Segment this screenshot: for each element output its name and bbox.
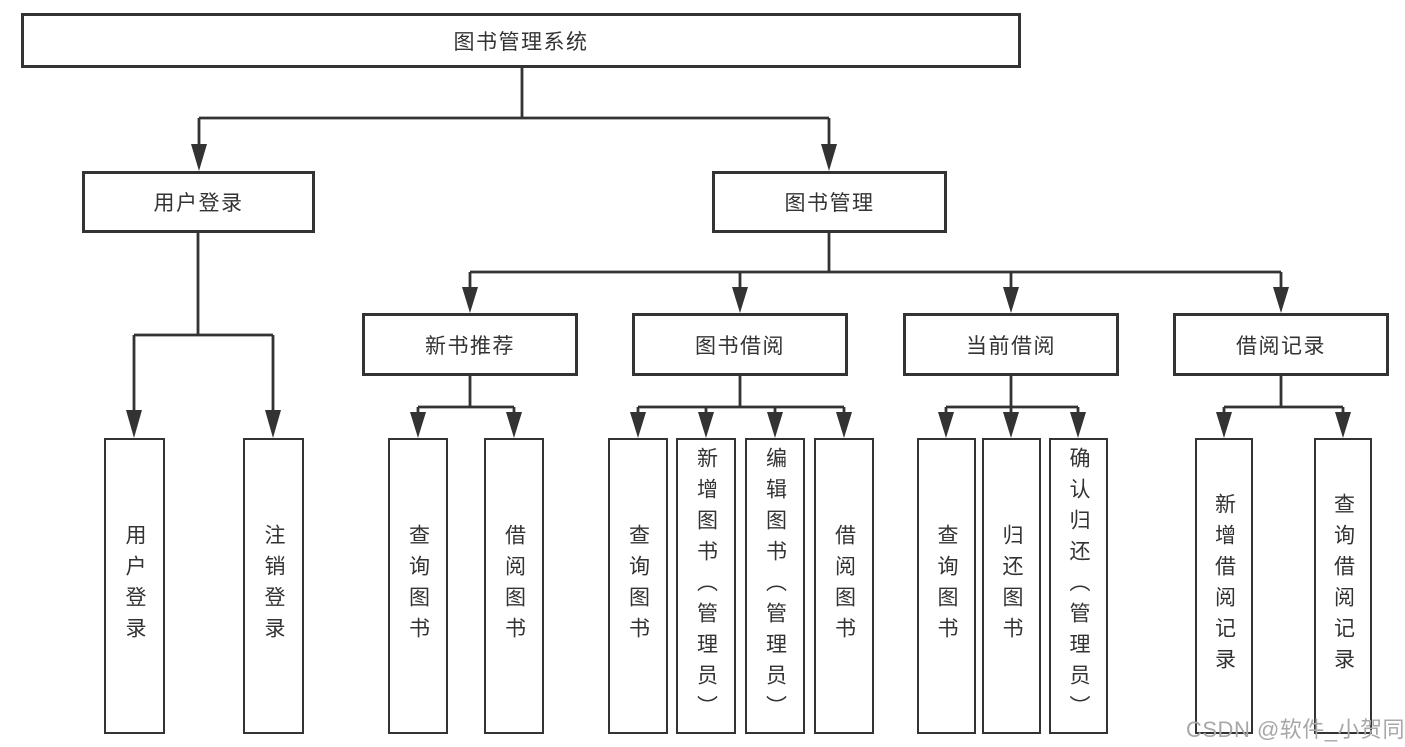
node-library-management-system: 图书管理系统 — [21, 13, 1021, 68]
connector-current-borrow-to-leaves — [944, 376, 1080, 415]
node-leaf-query-books-1: 查询图书 — [388, 438, 448, 734]
node-label: 图书管理系统 — [453, 30, 589, 54]
node-label: 查询图书 — [935, 524, 958, 648]
arrow-down-icon — [938, 412, 954, 438]
node-label: 借阅图书 — [502, 524, 526, 648]
node-label: 借阅记录 — [1236, 334, 1326, 358]
node-label: 查询图书 — [626, 524, 650, 648]
arrow-down-icon — [462, 287, 478, 313]
node-label: 图书管理 — [784, 192, 875, 215]
arrow-down-icon — [1216, 412, 1232, 438]
node-leaf-user-login: 用户登录 — [104, 438, 165, 734]
node-label: 新增借阅记录 — [1212, 493, 1236, 679]
node-label: 归还图书 — [1000, 524, 1023, 648]
node-label: 查询借阅记录 — [1331, 493, 1355, 679]
arrow-down-icon — [1070, 412, 1086, 438]
node-current-borrowing: 当前借阅 — [903, 313, 1119, 376]
arrow-down-icon — [410, 412, 426, 438]
connector-root-to-level2 — [197, 68, 831, 148]
node-label: 确认归还（管理员） — [1067, 446, 1090, 726]
arrow-down-icon — [1003, 287, 1019, 313]
node-leaf-confirm-return-admin: 确认归还（管理员） — [1049, 438, 1108, 734]
arrowheads — [126, 144, 1351, 438]
node-label: 查询图书 — [406, 524, 430, 648]
arrow-down-icon — [698, 412, 714, 438]
node-leaf-query-books-2: 查询图书 — [608, 438, 668, 734]
node-label: 用户登录 — [153, 192, 244, 215]
node-book-borrowing: 图书借阅 — [632, 313, 848, 376]
arrow-down-icon — [1003, 412, 1019, 438]
arrow-down-icon — [732, 287, 748, 313]
arrow-down-icon — [506, 412, 522, 438]
node-borrowing-records: 借阅记录 — [1173, 313, 1389, 376]
node-leaf-edit-books-admin: 编辑图书（管理员） — [745, 438, 805, 734]
node-leaf-add-borrow-record: 新增借阅记录 — [1195, 438, 1253, 734]
node-label: 当前借阅 — [966, 334, 1056, 358]
node-label: 编辑图书（管理员） — [763, 446, 787, 726]
node-label: 借阅图书 — [832, 524, 856, 648]
arrow-down-icon — [821, 144, 837, 171]
node-label: 注销登录 — [262, 524, 285, 648]
csdn-watermark: CSDN @软件_小贺同学 — [1186, 717, 1405, 742]
node-leaf-return-books: 归还图书 — [982, 438, 1041, 734]
connector-book-mgmt-to-level3 — [468, 233, 1283, 290]
arrow-down-icon — [265, 410, 281, 438]
arrow-down-icon — [1335, 412, 1351, 438]
node-new-book-recommendation: 新书推荐 — [362, 313, 578, 376]
connector-user-login-to-leaves — [132, 233, 275, 414]
node-leaf-borrow-books-1: 借阅图书 — [484, 438, 544, 734]
connector-borrow-records-to-leaves — [1222, 376, 1345, 415]
connector-new-book-rec-to-leaves — [416, 376, 516, 415]
node-leaf-add-books-admin: 新增图书（管理员） — [676, 438, 736, 734]
node-leaf-borrow-books-2: 借阅图书 — [814, 438, 874, 734]
arrow-down-icon — [126, 410, 142, 438]
arrow-down-icon — [1273, 287, 1289, 313]
node-book-management: 图书管理 — [712, 171, 947, 233]
node-label: 新增图书（管理员） — [694, 446, 718, 726]
connector-book-borrow-to-leaves — [636, 376, 846, 415]
node-leaf-query-books-3: 查询图书 — [917, 438, 976, 734]
node-user-login: 用户登录 — [82, 171, 315, 233]
node-leaf-logout: 注销登录 — [243, 438, 304, 734]
arrow-down-icon — [836, 412, 852, 438]
arrow-down-icon — [191, 144, 207, 171]
node-leaf-query-borrow-record: 查询借阅记录 — [1314, 438, 1372, 734]
arrow-down-icon — [767, 412, 783, 438]
node-label: 图书借阅 — [695, 334, 785, 358]
node-label: 新书推荐 — [425, 334, 515, 358]
node-label: 用户登录 — [123, 524, 146, 648]
arrow-down-icon — [630, 412, 646, 438]
